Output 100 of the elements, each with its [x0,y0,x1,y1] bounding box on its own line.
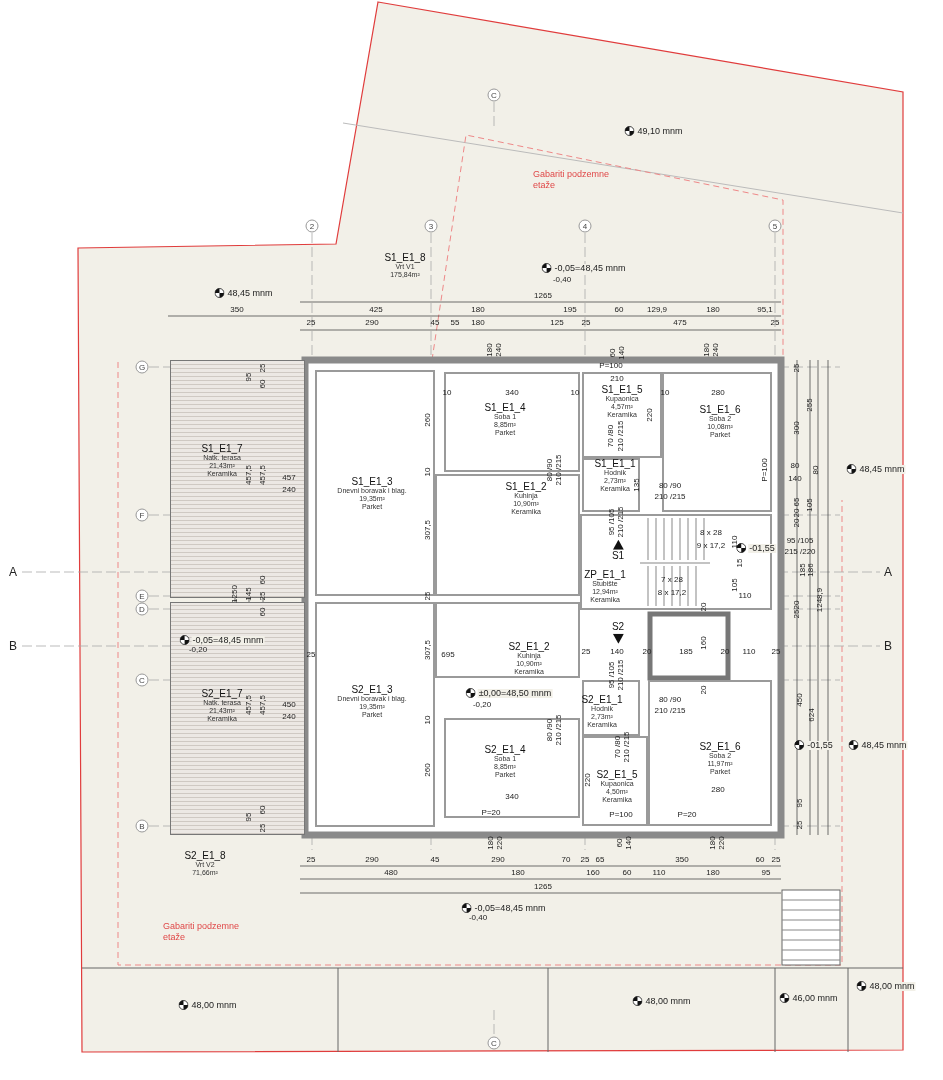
dimension-text: 140 [610,648,624,656]
room-code: S2_E1_3 [351,684,393,696]
dimension-text: 260 [424,413,432,427]
elevation-text: 48,00 mnm [868,981,916,991]
dimension-text: 55 [450,319,460,327]
dimension-text: 95,1 [757,306,773,314]
dimension-text: 60 [259,607,267,617]
grid-marker: 2 [305,219,319,233]
dimension-text: 8 x 28 [700,529,722,537]
dimension-text: 20 [793,508,801,518]
dimension-text: 60 [622,869,632,877]
dimension-text: 457,5 [245,695,253,715]
dimension-text: 1265 [534,292,552,300]
dimension-text: 210 /215 [555,714,563,746]
dimension-text: 140 [618,346,626,360]
dimension-text: 129,9 [647,306,667,314]
dimension-text: 45 [430,319,440,327]
dimension-text: 60 [755,856,765,864]
dimension-text: 350 [675,856,689,864]
dimension-text: 25 [580,856,590,864]
dimension-text: 15 [736,558,744,568]
dimension-text: 185 [679,648,693,656]
section-mark-label: B [9,638,17,655]
dimension-text: 240 [712,343,720,357]
dimension-text: 60 [259,379,267,389]
elevation-text: 48,45 mnm [858,464,906,474]
elevation-text: 48,45 mnm [226,288,274,298]
elevation-text: -01,55 [806,740,834,750]
room-code: S1_E1_4 [484,402,526,414]
dimension-text: 180 [706,869,720,877]
dimension-text: 95 [245,812,253,822]
dimension-text: 280 [711,786,725,794]
dimension-text: -0,20 [188,646,208,654]
dimension-text: -0,20 [472,701,492,709]
dimension-text: 210 /215 [623,731,631,763]
dimension-text: 180 [706,306,720,314]
room-code: S2_E1_7 [201,688,243,700]
dimension-text: 70 /80 [607,424,615,448]
room-code: S1_E1_7 [201,443,243,455]
dimension-text: 60 [616,838,624,848]
dimension-text: 65 [595,856,605,864]
dimension-text: 307,5 [424,520,432,540]
dimension-text: -0,40 [468,914,488,922]
room-code: S2_E1_6 [699,741,741,753]
dimension-text: 210 [610,375,624,383]
dimension-text: 186 [807,563,815,577]
dimension-text: 210 /215 [555,454,563,486]
dimension-text: 10 [660,389,670,397]
elevation-text: -0,05=48,45 mnm [191,635,265,645]
elevation-text: 48,00 mnm [644,996,692,1006]
dimension-text: 457,5 [259,695,267,715]
dimension-text: P=100 [761,458,769,482]
dimension-text: 25 [306,856,316,864]
dimension-text: 20 [720,648,730,656]
dimension-text: 105 [806,498,814,512]
stair-label: S2 [611,620,625,634]
elevation-text: -01,55 [748,543,776,553]
dimension-text: 80 [812,465,820,475]
room-outline [648,680,772,826]
dimension-text: 450 [796,693,804,707]
room-code: S2_E1_2 [508,641,550,653]
dimension-text: 290 [365,319,379,327]
dimension-text: 25 [770,319,780,327]
dimension-text: P=100 [609,811,633,819]
dimension-text: 457,5 [259,465,267,485]
dimension-text: 95 /105 [608,661,616,689]
dimension-text: 340 [505,793,519,801]
terrace-area [170,602,305,835]
dimension-text: 105 [731,578,739,592]
room-outline [444,372,580,472]
dimension-text: 210 /215 [617,659,625,691]
dimension-text: 20 [793,600,801,610]
dimension-text: 195 [563,306,577,314]
section-mark-label: B [884,638,892,655]
room-code: S2_E1_8 [184,850,226,862]
dimension-text: 65 [793,497,801,507]
dimension-text: 140 [625,836,633,850]
dimension-text: 240 [282,713,296,721]
elevation-text: 46,00 mnm [791,993,839,1003]
room-code: S2_E1_4 [484,744,526,756]
dimension-text: 1250 [231,585,239,603]
dimension-text: 95 [245,372,253,382]
dimension-text: 25 [793,363,801,373]
elevation-text: -0,05=48,45 mnm [553,263,627,273]
dimension-text: 145 [245,587,253,601]
elevation-text: -0,05=48,45 mnm [473,903,547,913]
dimension-text: 20 [642,648,652,656]
dimension-text: 25 [581,319,591,327]
dimension-text: 10 [442,389,452,397]
dimension-text: 80 /90 [546,718,554,742]
dimension-text: 180 [471,319,485,327]
dimension-text: 624 [808,708,816,722]
dimension-text: 80 [790,462,800,470]
dimension-text: 110 [738,592,752,600]
dimension-text: 1265 [534,883,552,891]
dimension-text: 10 [424,467,432,477]
room-code: ZP_E1_1 [584,569,626,581]
dimension-text: P=100 [599,362,623,370]
dimension-text: 220 [496,836,504,850]
dimension-text: 240 [282,486,296,494]
